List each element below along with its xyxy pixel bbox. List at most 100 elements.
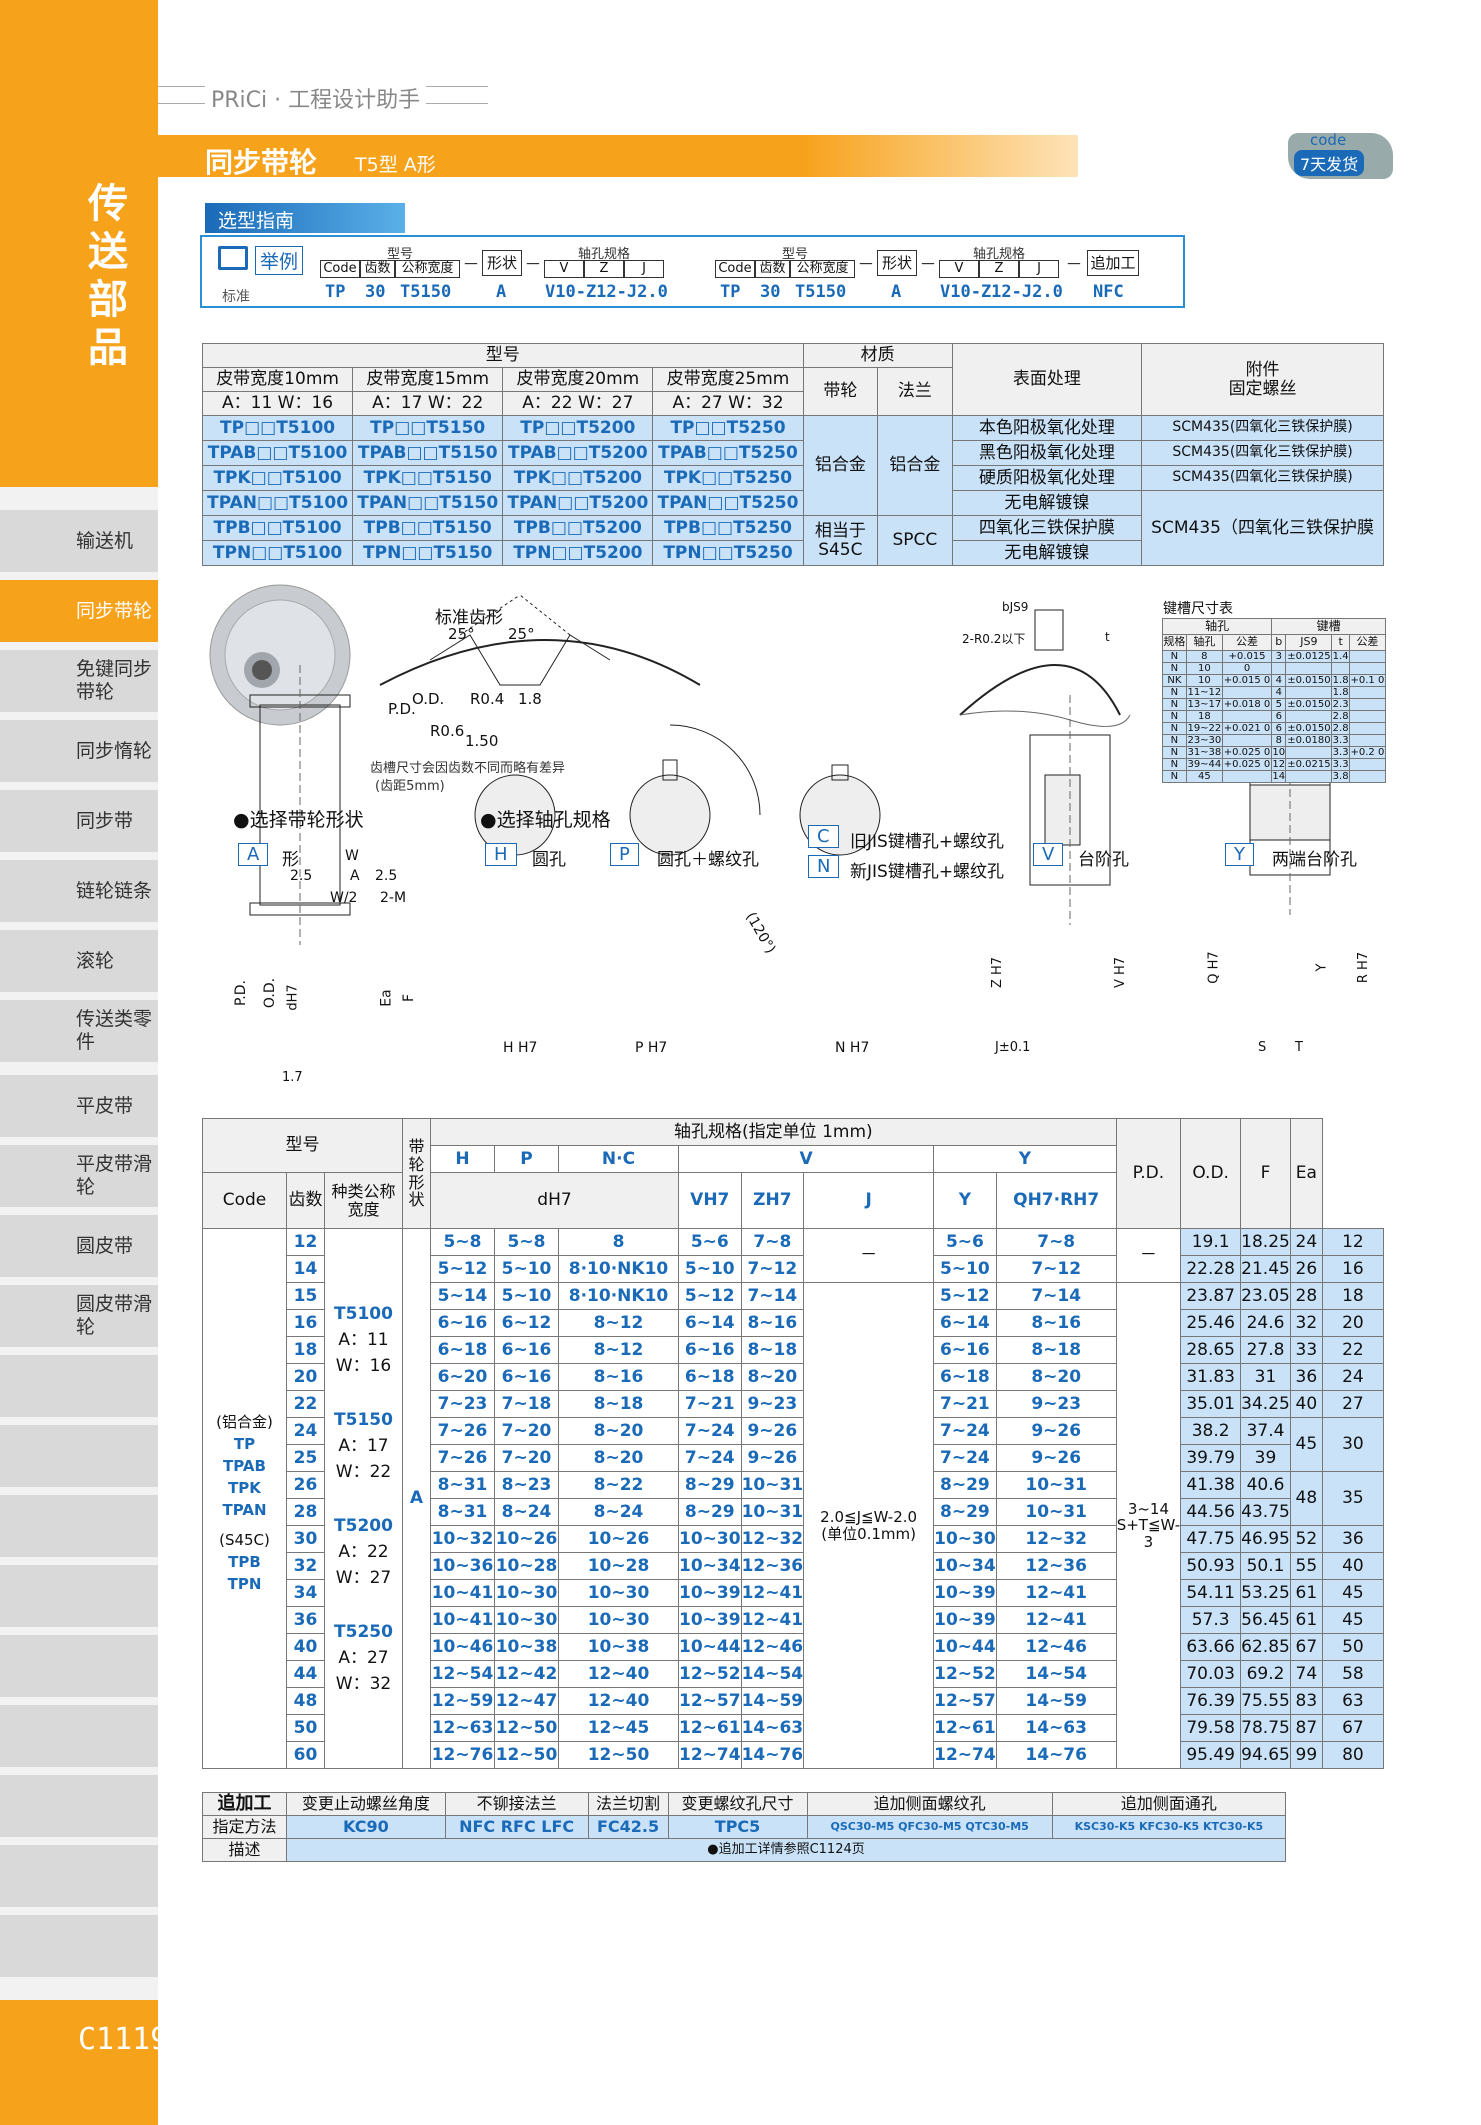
bore-cell: 12~46 <box>740 1633 805 1661</box>
key-cell <box>1348 770 1387 783</box>
guide-z-box: Z <box>584 260 624 278</box>
guide-code-value: TP <box>720 282 741 302</box>
sidebar-item-4[interactable]: 同步带 <box>0 790 158 852</box>
main-qr-header: QH7·RH7 <box>995 1172 1117 1229</box>
guide-bore-value: V10-Z12-J2.0 <box>940 282 1063 302</box>
sidebar-item-empty <box>0 1425 158 1487</box>
teeth-cell: 48 <box>286 1687 325 1715</box>
guide-shape-value: A <box>891 282 902 302</box>
teeth-cell: 34 <box>286 1579 325 1607</box>
spec-surface-header: 表面处理 <box>951 343 1143 416</box>
bore-cell: 9~23 <box>995 1390 1117 1418</box>
pd-cell: 23.87 <box>1180 1282 1242 1310</box>
code-label: TPAN <box>222 1500 267 1519</box>
key-sub-header: 规格 <box>1162 634 1187 651</box>
surface-cell: 硬质阳极氧化处理 <box>951 465 1143 491</box>
main-kind-header: 种类公称宽度 <box>324 1172 403 1229</box>
bore-cell: 7~12 <box>995 1255 1117 1283</box>
proc-header: 追加侧面通孔 <box>1051 1792 1287 1816</box>
od-cell: 46.95 <box>1240 1525 1291 1553</box>
teeth-cell: 22 <box>286 1390 325 1418</box>
bore-cell: 14~76 <box>995 1741 1117 1769</box>
tooth-depth: 1.8 <box>518 690 542 708</box>
main-zh7-header: ZH7 <box>740 1172 805 1229</box>
bore-cell: 8~20 <box>558 1444 679 1472</box>
spec-model-cell: TPB□□T5200 <box>502 515 654 541</box>
key-cell: 8 <box>1185 650 1223 663</box>
key-cell: 45 <box>1185 770 1223 783</box>
pd-cell: 22.28 <box>1180 1255 1242 1283</box>
key-cell: 31~38 <box>1185 746 1223 759</box>
dim-rh7: R H7 <box>1356 951 1372 984</box>
sidebar-item-10[interactable]: 圆皮带 <box>0 1215 158 1277</box>
spec-aw-label: A：11 W：16 <box>201 391 354 416</box>
y-cond: S+T≦W-3 <box>1116 1516 1181 1551</box>
f-cell: 36 <box>1289 1363 1323 1391</box>
sidebar-item-7[interactable]: 传送类零件 <box>0 1000 158 1062</box>
sidebar-item-3[interactable]: 同步惰轮 <box>0 720 158 782</box>
bore-cell: 5~10 <box>494 1282 559 1310</box>
bore-cell: 12~54 <box>430 1660 495 1688</box>
select-bore-heading: ●选择轴孔规格 <box>480 809 611 831</box>
sidebar-vertical-title: 传送部品 <box>88 181 128 371</box>
sidebar-item-0[interactable]: 输送机 <box>0 510 158 572</box>
spec-model-cell: TPAN□□T5200 <box>502 490 654 516</box>
bore-cell: 8 <box>558 1228 679 1256</box>
key-cell: N <box>1162 758 1187 771</box>
sidebar-item-8[interactable]: 平皮带 <box>0 1075 158 1137</box>
bore-cell: 7~23 <box>430 1390 495 1418</box>
spec-model-cell: TPK□□T5100 <box>201 465 354 491</box>
main-pd-header: P.D. <box>1115 1118 1182 1229</box>
sidebar-item-5[interactable]: 链轮链条 <box>0 860 158 922</box>
od-cell: 62.85 <box>1240 1633 1291 1661</box>
ea-cell: 50 <box>1321 1633 1385 1661</box>
key-cell: N <box>1162 662 1187 675</box>
key-cell: +0.2 0 <box>1348 746 1387 759</box>
bore-cell: 14~54 <box>995 1660 1117 1688</box>
guide-j-box: J <box>624 260 664 278</box>
proc-header: 变更螺纹孔尺寸 <box>667 1792 808 1816</box>
guide-teeth-box: 齿数 <box>755 260 790 278</box>
key-cell: 6 <box>1271 710 1287 723</box>
dim-25-right: 2.5 <box>375 868 398 884</box>
kind-w: W：27 <box>335 1567 392 1588</box>
bore-cell: 14~76 <box>740 1741 805 1769</box>
proc-desc-label: 描述 <box>202 1838 287 1862</box>
key-cell: 3.3 <box>1331 758 1350 771</box>
pulley-photo <box>209 584 351 726</box>
ea-cell: 27 <box>1321 1390 1385 1418</box>
sidebar-item-1[interactable]: 同步带轮 <box>0 580 158 642</box>
sidebar-item-2[interactable]: 免键同步带轮 <box>0 650 158 712</box>
proc-spec-label: 指定方法 <box>202 1815 287 1839</box>
screw-cell-big: SCM435（四氧化三铁保护膜 <box>1141 490 1384 566</box>
ea-cell: 67 <box>1321 1714 1385 1742</box>
key-cell: N <box>1162 746 1187 759</box>
bore-p-tag: P <box>610 843 639 866</box>
material-pulley-al: 铝合金 <box>802 415 879 516</box>
bore-c-label: 旧JIS键槽孔+螺纹孔 <box>850 832 1005 852</box>
material-flange-spcc: SPCC <box>877 515 953 566</box>
sidebar-item-9[interactable]: 平皮带滑轮 <box>0 1145 158 1207</box>
monitor-icon <box>218 246 248 270</box>
key-cell: ±0.0150 <box>1285 698 1333 711</box>
spec-model-cell: TPN□□T5100 <box>201 540 354 566</box>
bore-cell: 10~28 <box>558 1552 679 1580</box>
key-cell <box>1348 722 1387 735</box>
bore-cell: 14~59 <box>995 1687 1117 1715</box>
surface-cell: 无电解镀镍 <box>951 490 1143 516</box>
od-cell: 31 <box>1240 1363 1291 1391</box>
sidebar-item-11[interactable]: 圆皮带滑轮 <box>0 1285 158 1347</box>
dim-2m: 2-M <box>380 890 407 906</box>
sidebar-item-6[interactable]: 滚轮 <box>0 930 158 992</box>
bore-cell: 9~26 <box>740 1444 805 1472</box>
bore-cell: 8~23 <box>494 1471 559 1499</box>
dim-w: W <box>345 848 359 864</box>
material-pulley-s45c: 相当于S45C <box>802 515 879 566</box>
